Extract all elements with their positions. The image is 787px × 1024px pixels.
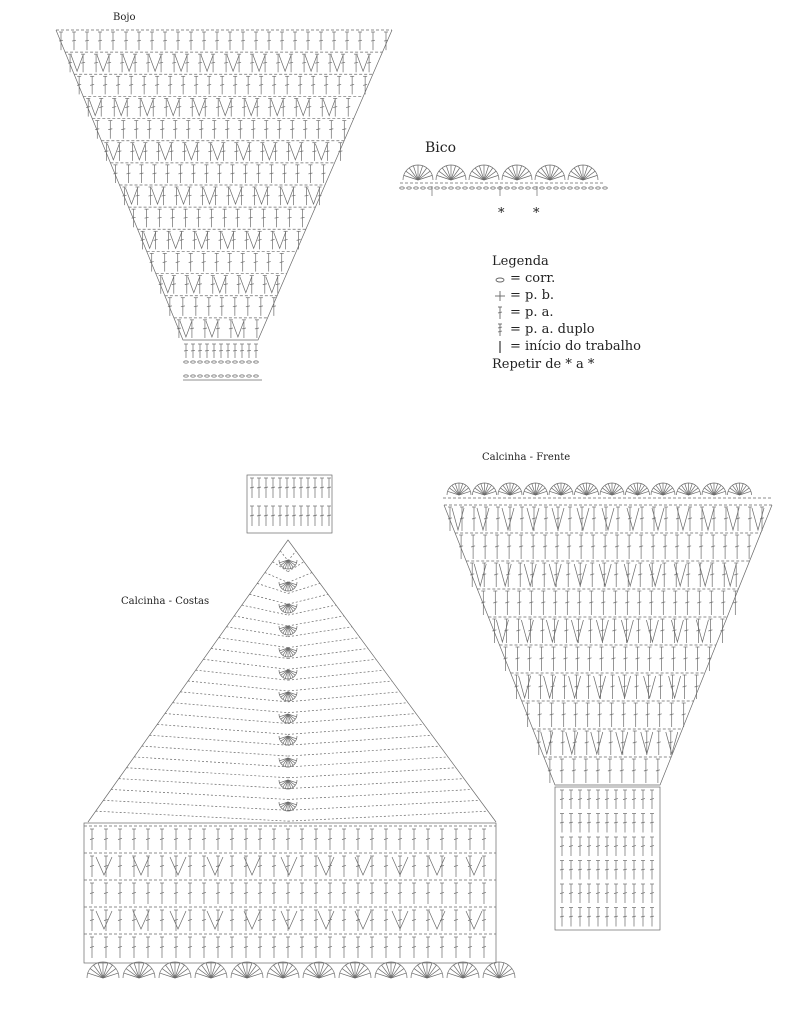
legend-repeat-note: Repetir de * a * xyxy=(492,357,595,372)
bico-repeat-mark-left: * xyxy=(498,206,505,221)
bojo-chart xyxy=(55,29,393,381)
single-crochet-icon xyxy=(492,289,508,303)
calcinha-costas-chart xyxy=(83,474,516,979)
legend-item-label: = p. a. duplo xyxy=(510,322,595,337)
treble-crochet-icon xyxy=(492,323,508,337)
legend-item-label: = p. a. xyxy=(510,305,554,320)
legend-item-start: = início do trabalho xyxy=(492,338,641,355)
start-marker-icon xyxy=(492,340,508,354)
legend-item-single-crochet: = p. b. xyxy=(492,287,554,304)
bojo-title: Bojo xyxy=(113,12,136,23)
calcinha-frente-chart xyxy=(443,482,773,931)
legend-item-label: = início do trabalho xyxy=(510,339,642,354)
legend-item-label: = p. b. xyxy=(510,288,555,303)
calcinha-frente-title: Calcinha - Frente xyxy=(482,452,571,463)
legend-item-label: = corr. xyxy=(510,271,556,286)
legend-item-double-crochet: = p. a. xyxy=(492,304,554,321)
legend-title: Legenda xyxy=(492,254,549,269)
bico-chart xyxy=(399,164,608,196)
chain-icon xyxy=(492,272,508,286)
calcinha-costas-title: Calcinha - Costas xyxy=(121,596,210,607)
legend-item-chain: = corr. xyxy=(492,270,555,287)
legend-item-treble-crochet: = p. a. duplo xyxy=(492,321,595,338)
bico-title: Bico xyxy=(425,140,457,156)
bico-repeat-mark-right: * xyxy=(533,206,540,221)
double-crochet-icon xyxy=(492,306,508,320)
